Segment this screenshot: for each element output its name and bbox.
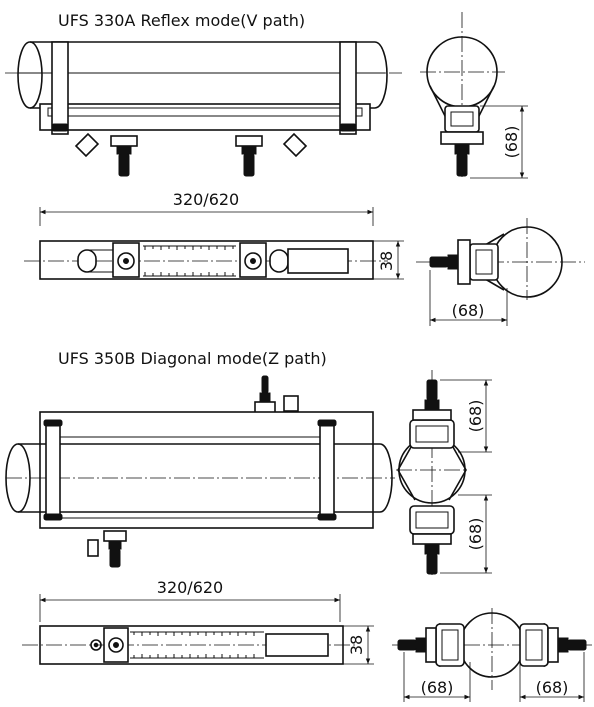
section1-title: UFS 330A Reflex mode(V path): [58, 11, 305, 30]
section1-front-view: [5, 41, 402, 177]
section2-clearance-dim-right: (68): [536, 678, 569, 697]
section1-clearance-dim: (68): [452, 301, 485, 320]
section2-front-view: [5, 375, 395, 568]
section1-end-view: (68): [416, 218, 585, 326]
section2-height-dim-bottom: (68): [466, 518, 485, 551]
section2-width-dim: 38: [347, 635, 366, 655]
section1-width-dim: 38: [377, 251, 396, 271]
section2-length-dim: 320/620: [157, 578, 223, 597]
section2-top-view: 320/620 38: [22, 578, 374, 665]
section1-top-view: 320/620 38: [24, 190, 404, 280]
section1-length-dim: 320/620: [173, 190, 239, 209]
section1-height-dim: (68): [502, 126, 521, 159]
section2-height-dim-top: (68): [466, 400, 485, 433]
section2-end-view: (68) (68): [392, 608, 592, 702]
section1-side-view: (68): [420, 12, 528, 179]
section2-clearance-dim-left: (68): [421, 678, 454, 697]
section2-title: UFS 350B Diagonal mode(Z path): [58, 349, 327, 368]
section2-side-view: (68) (68): [396, 370, 492, 575]
